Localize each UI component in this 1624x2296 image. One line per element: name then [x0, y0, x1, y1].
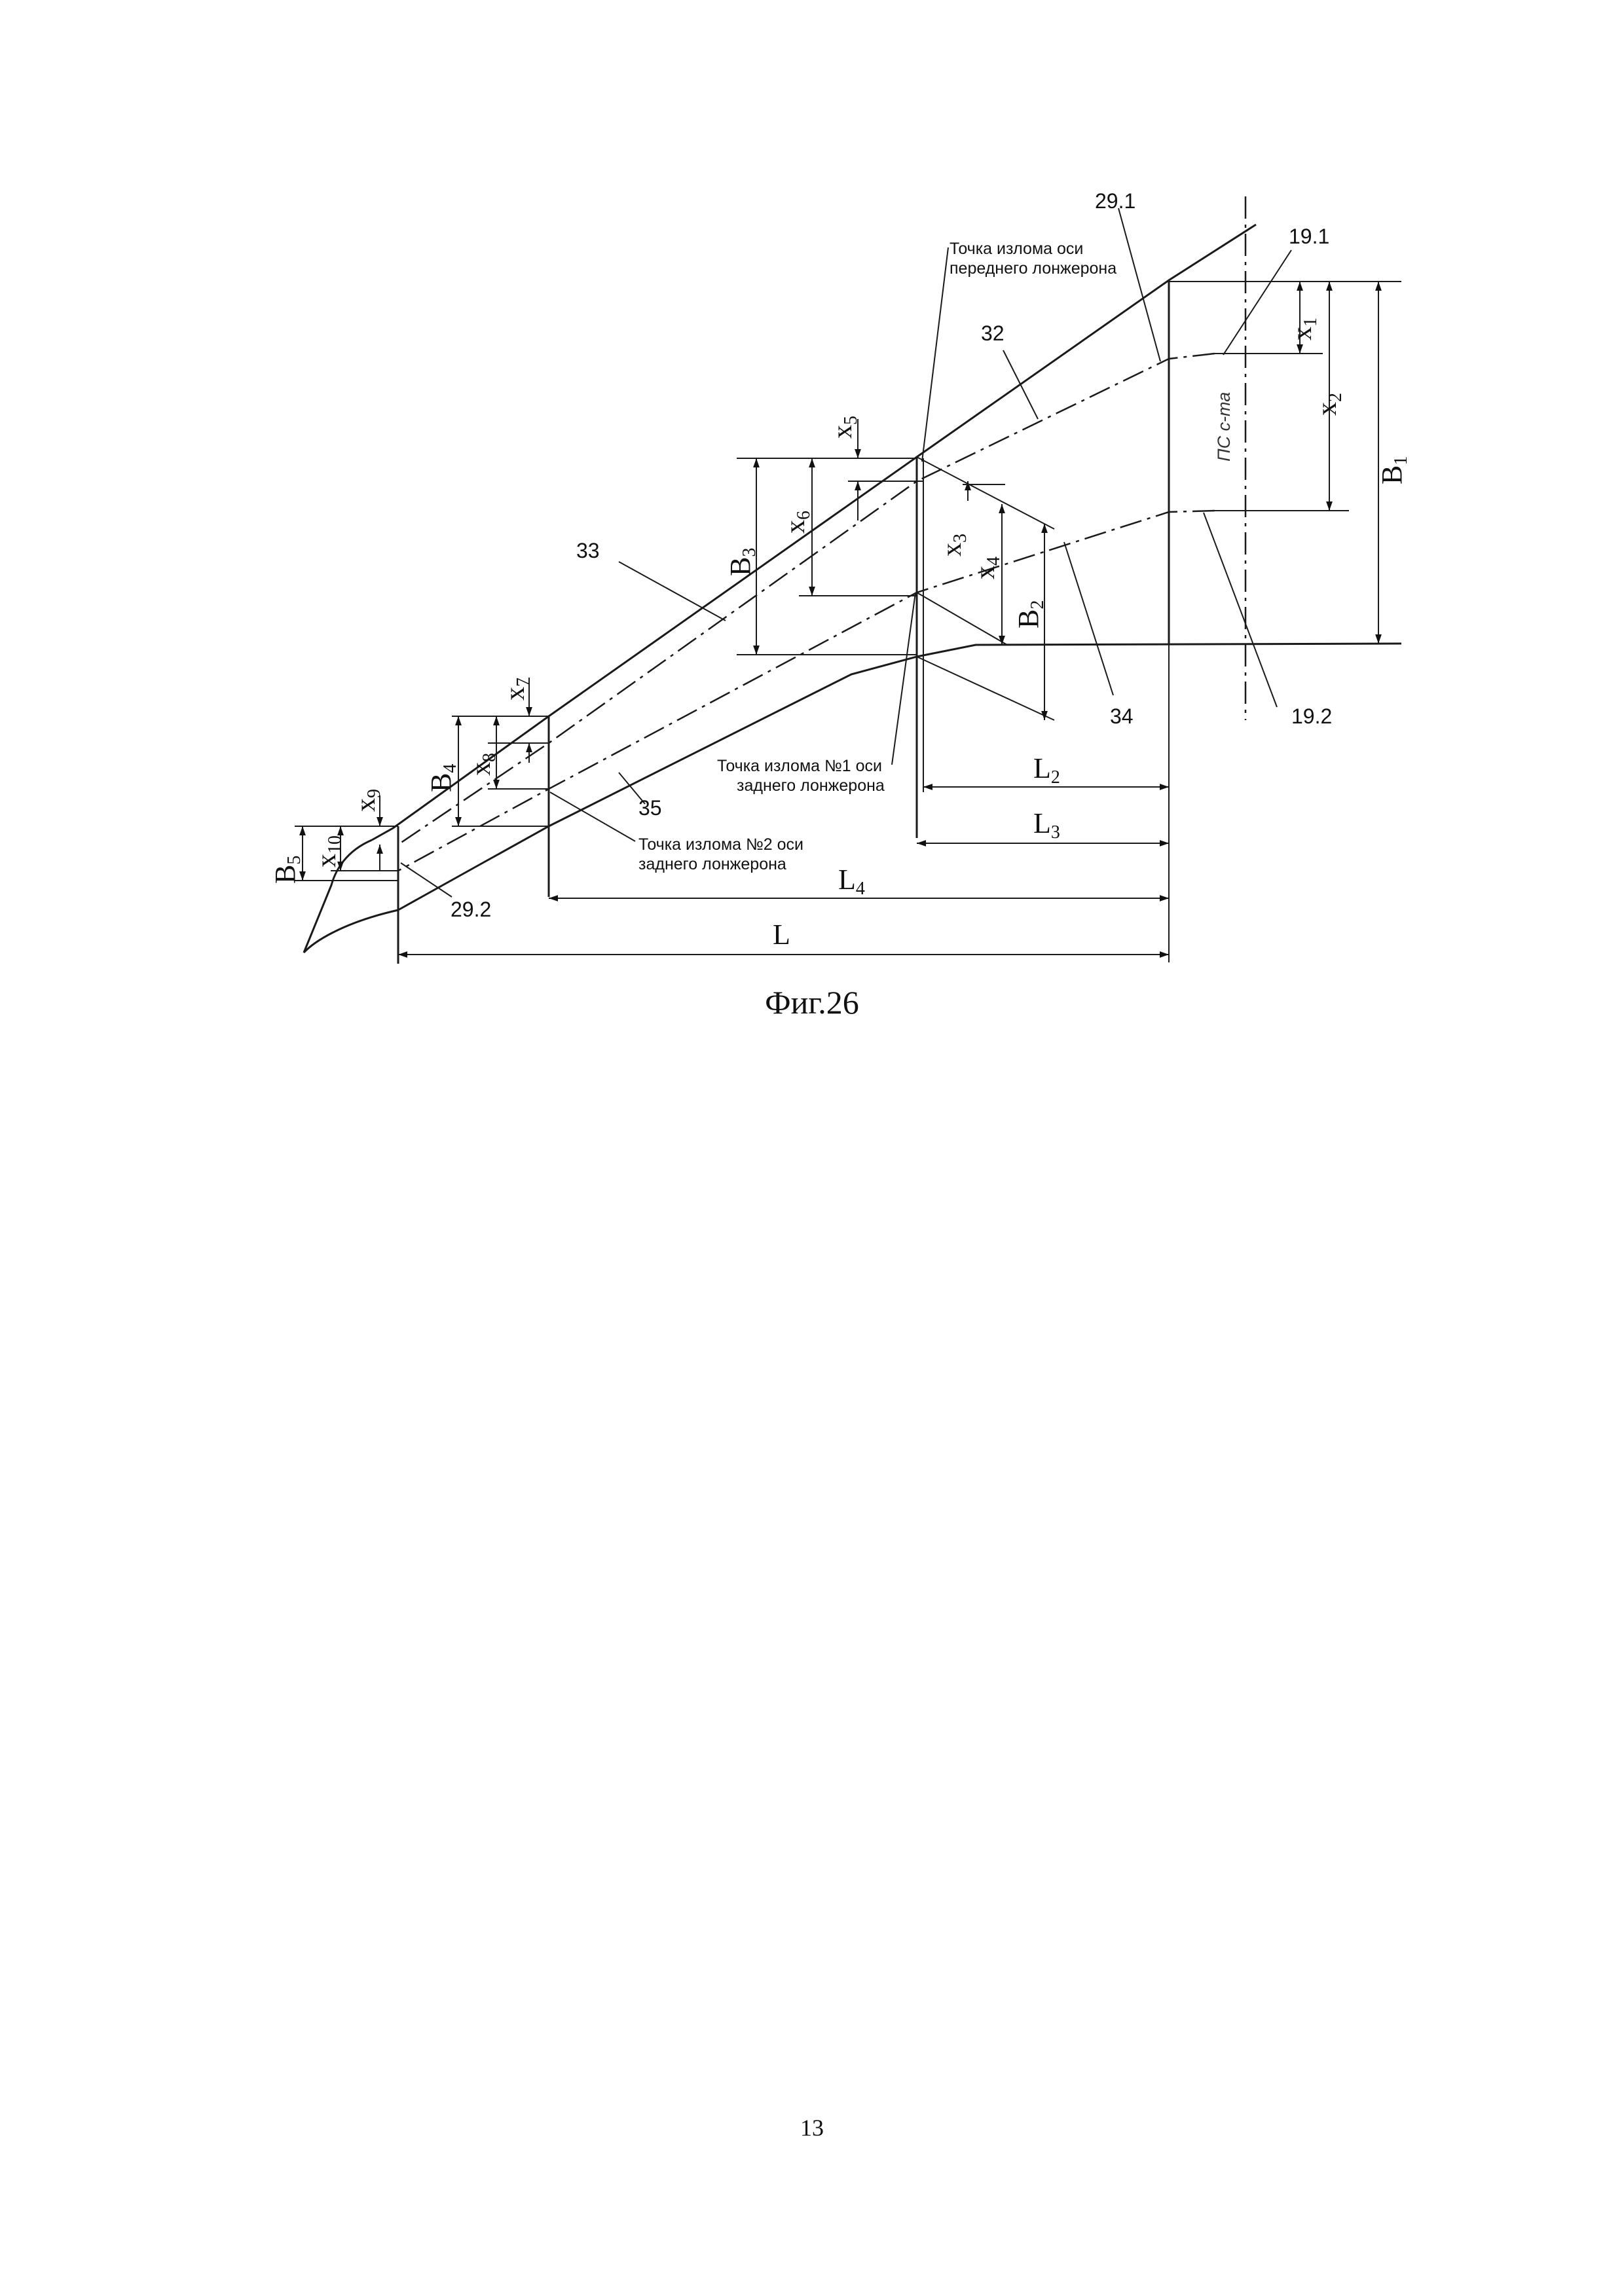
kink-root-tri-bottom: [916, 656, 1055, 721]
leader-lines: [400, 208, 1292, 898]
leader-rear-kink-2: [549, 792, 636, 842]
label-x2: x2: [1312, 393, 1346, 416]
callout-19-2: 19.2: [1291, 704, 1332, 728]
page-number: 13: [800, 2115, 824, 2141]
label-b2: B2: [1012, 600, 1048, 629]
label-x3: x3: [937, 534, 970, 556]
callout-34: 34: [1110, 704, 1134, 728]
psc-label: ПС с-та: [1214, 392, 1234, 462]
dimension-labels: B1 x1 x2 B3 x5 x6 x3 x4 B2 B4 x7 x8 B5 x…: [269, 318, 1411, 951]
label-b3: B3: [724, 548, 760, 576]
leader-front-kink: [921, 247, 949, 462]
figure-caption: Фиг.26: [765, 984, 859, 1021]
trailing-edge: [397, 642, 1402, 911]
wing-outline: [303, 223, 1402, 964]
callout-numbers: 29.1 19.1 32 33 34 19.2 35 29.2: [451, 189, 1332, 921]
note-rear-kink1-line2: заднего лонжерона: [737, 776, 885, 795]
leader-29-1: [1118, 208, 1161, 362]
label-x9: x9: [351, 789, 384, 812]
callout-29-1: 29.1: [1095, 189, 1135, 213]
label-b4: B4: [425, 764, 460, 792]
label-x5: x5: [828, 416, 861, 439]
label-x1: x1: [1287, 318, 1321, 340]
leader-35: [618, 772, 646, 805]
leader-19-2: [1203, 512, 1278, 708]
label-x8: x8: [466, 753, 500, 776]
callout-33: 33: [576, 539, 600, 562]
notes: Точка излома оси переднего лонжерона Точ…: [638, 240, 1116, 873]
leading-edge: [371, 223, 1257, 841]
callout-35: 35: [638, 796, 662, 820]
label-b5: B5: [269, 856, 304, 884]
note-rear-kink2-line1: Точка излома №2 оси: [638, 835, 803, 854]
leader-rear-kink-1: [891, 592, 916, 765]
label-l: L: [773, 919, 790, 951]
leader-19-1: [1223, 249, 1292, 355]
leader-33: [618, 561, 726, 621]
note-rear-kink2-line2: заднего лонжерона: [638, 855, 786, 873]
label-x7: x7: [500, 678, 534, 701]
kink-tri-rear: [916, 592, 1008, 646]
section-lines: [547, 456, 1170, 962]
label-x10: x10: [312, 835, 345, 867]
label-x4: x4: [970, 556, 1004, 579]
label-l4: L4: [838, 864, 865, 899]
leader-34: [1063, 541, 1114, 696]
dimension-lines: [299, 282, 1382, 958]
callout-29-2: 29.2: [451, 898, 491, 921]
note-rear-kink1-line1: Точка излома №1 оси: [717, 757, 882, 775]
label-l3: L3: [1033, 807, 1060, 843]
note-front-kink-line1: Точка излома оси: [950, 240, 1083, 258]
wingtip-edge: [303, 839, 399, 954]
note-front-kink-line2: переднего лонжерона: [950, 259, 1116, 278]
callout-32: 32: [981, 321, 1005, 345]
callout-19-1: 19.1: [1289, 225, 1329, 248]
extension-lines: [295, 281, 1401, 881]
label-b1: B1: [1376, 456, 1411, 484]
leader-32: [1003, 350, 1039, 420]
kink-root-tri-top: [916, 456, 1055, 530]
leader-29-2: [400, 862, 452, 898]
label-x6: x6: [781, 511, 814, 534]
label-l2: L2: [1033, 752, 1060, 788]
